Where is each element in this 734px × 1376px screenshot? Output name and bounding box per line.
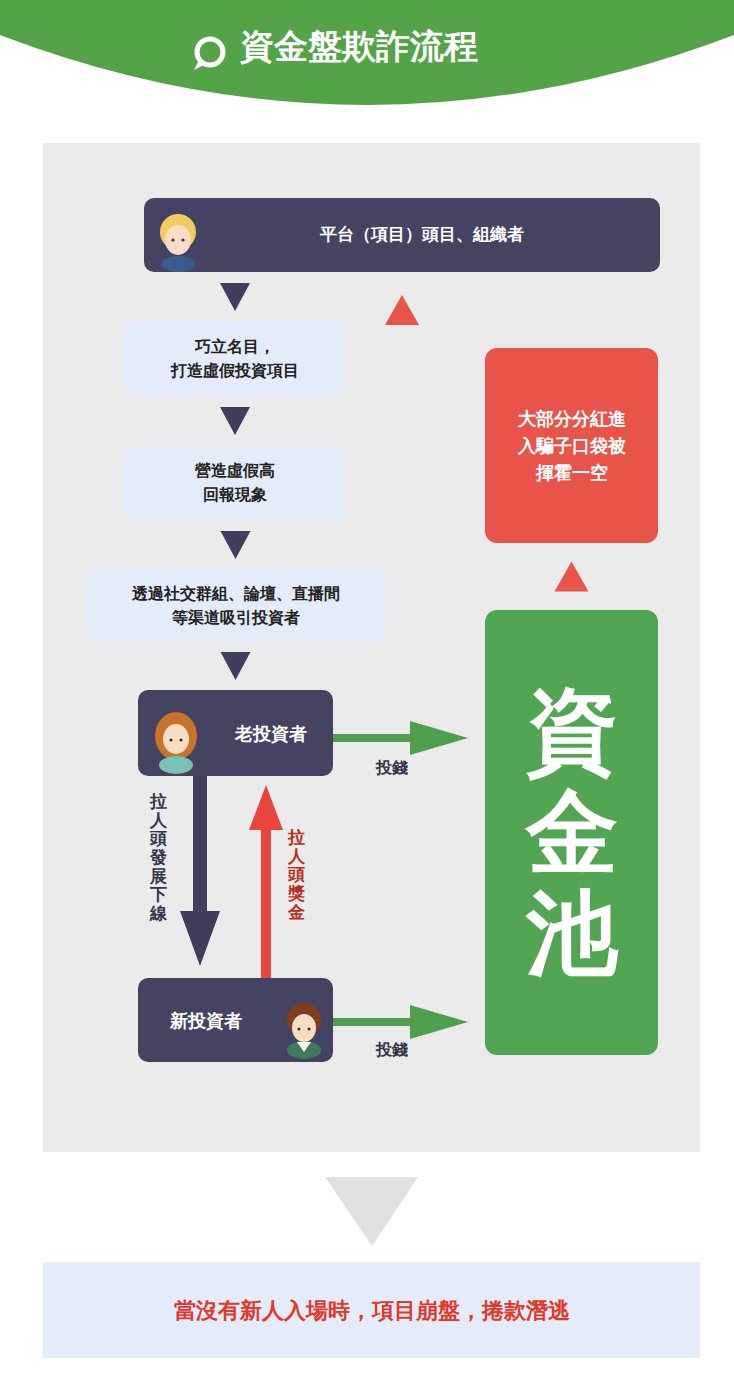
money-arrow	[333, 721, 485, 755]
node-text: 老投資者	[235, 720, 307, 747]
flow-triangle	[221, 642, 251, 690]
node-text: 透過社交群組、論壇、直播間 等渠道吸引投資者	[116, 582, 356, 630]
flow-triangle	[385, 272, 419, 348]
node-text: 平台（項目）頭目、組織者	[320, 222, 524, 248]
edge-label: 投錢	[376, 1040, 408, 1061]
title-banner	[0, 0, 734, 105]
conclusion-band: 當沒有新人入場時，項目崩盤，捲款潛逃	[43, 1262, 700, 1358]
investor-box: 老投資者	[138, 690, 333, 776]
flow-triangle	[220, 396, 250, 446]
flow-triangle	[220, 272, 250, 322]
node-text: 資金池	[526, 681, 618, 985]
investor-box: 新投資者	[138, 978, 333, 1062]
step-box: 巧立名目， 打造虛假投資項目	[124, 322, 346, 396]
node-text: 巧立名目， 打造虛假投資項目	[160, 335, 310, 383]
gray-panel	[43, 143, 700, 1152]
bonus-arrow	[249, 776, 283, 978]
big-down-arrow	[325, 1177, 418, 1246]
node-text: 當沒有新人入場時，項目崩盤，捲款潛逃	[174, 1294, 570, 1327]
node-text: 大部分分紅進 入騙子口袋被 揮霍一空	[507, 405, 637, 486]
edge-label: 拉人頭獎金	[288, 828, 305, 921]
money-arrow	[333, 1005, 485, 1039]
node-text: 新投資者	[170, 1007, 242, 1034]
recruit-arrow	[180, 776, 220, 978]
chat-icon	[194, 39, 223, 70]
title-text: 資金盤欺詐流程	[240, 24, 478, 70]
fund-pool-box: 資金池	[485, 610, 658, 1055]
flow-triangle	[555, 543, 589, 610]
step-box: 營造虛假高 回報現象	[124, 446, 346, 520]
edge-label: 投錢	[376, 758, 408, 779]
step-box: 透過社交群組、論壇、直播間 等渠道吸引投資者	[85, 570, 386, 642]
node-text: 營造虛假高 回報現象	[180, 459, 290, 507]
flow-triangle	[221, 520, 251, 570]
organizer-box: 平台（項目）頭目、組織者	[144, 198, 660, 272]
edge-label: 拉人頭發展下線	[150, 792, 167, 923]
dividend-box: 大部分分紅進 入騙子口袋被 揮霍一空	[485, 348, 658, 543]
